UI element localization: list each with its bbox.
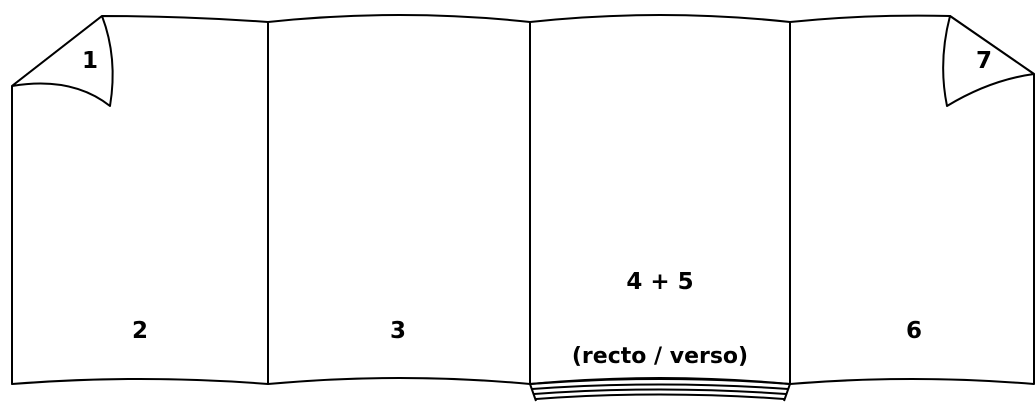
page-2-label: 2 bbox=[132, 318, 148, 344]
page-3-label: 3 bbox=[390, 318, 406, 344]
page-4-5-panel bbox=[530, 15, 790, 384]
page-1-label: 1 bbox=[82, 48, 98, 74]
page-4-5-label: 4 + 5 bbox=[626, 269, 693, 295]
page-7-label: 7 bbox=[976, 48, 992, 74]
page-stack-edges bbox=[530, 379, 790, 401]
page-4-5-note: (recto / verso) bbox=[572, 344, 748, 369]
page-6-label: 6 bbox=[906, 318, 922, 344]
